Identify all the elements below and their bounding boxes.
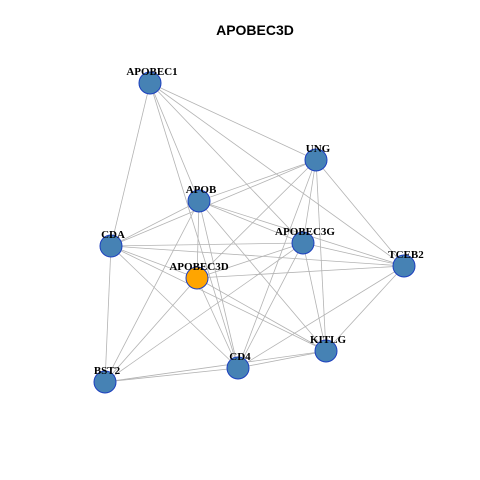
edge-apobec3g-kitlg — [302, 242, 327, 352]
edge-cd4-bst2 — [104, 367, 239, 383]
node-cda[interactable]: CDA — [99, 229, 125, 258]
edge-cda-bst2 — [104, 245, 112, 383]
edge-apobec3d-bst2 — [104, 277, 198, 383]
edge-apobec1-apobec3g — [149, 82, 304, 244]
edge-ung-kitlg — [315, 159, 327, 352]
edge-apob-kitlg — [198, 200, 327, 352]
node-circle-apob[interactable] — [187, 189, 211, 213]
edge-cda-apobec3d — [110, 245, 198, 279]
edge-apobec1-tceb2 — [149, 82, 405, 267]
edge-apobec3g-cda — [110, 242, 304, 247]
node-bst2[interactable]: BST2 — [93, 365, 121, 394]
edge-apobec1-apob — [149, 82, 200, 202]
node-label-bst2: BST2 — [94, 365, 121, 377]
edge-apobec1-cd4 — [149, 82, 239, 369]
node-cd4[interactable]: CD4 — [226, 351, 251, 380]
graph-title: APOBEC3D — [216, 22, 294, 38]
node-apobec3d[interactable]: APOBEC3D — [169, 261, 229, 290]
edge-apob-apobec3g — [198, 200, 304, 244]
node-apob[interactable]: APOB — [186, 184, 217, 213]
node-apobec1[interactable]: APOBEC1 — [126, 66, 178, 95]
node-circle-apobec1[interactable] — [138, 71, 162, 95]
edge-cda-cd4 — [110, 245, 239, 369]
edge-cda-kitlg — [110, 245, 327, 352]
node-label-kitlg: KITLG — [310, 334, 347, 346]
edge-apob-cda — [110, 200, 200, 247]
node-circle-apobec3g[interactable] — [291, 231, 315, 255]
edge-apob-apobec3d — [196, 200, 200, 279]
edge-layer — [104, 82, 405, 383]
node-circle-kitlg[interactable] — [314, 339, 338, 363]
edge-apobec3g-bst2 — [104, 242, 304, 383]
edge-apobec3d-tceb2 — [196, 265, 405, 279]
node-circle-apobec3d[interactable] — [185, 266, 209, 290]
edge-kitlg-cd4 — [237, 350, 327, 369]
node-label-apob: APOB — [186, 184, 217, 196]
node-label-apobec1: APOBEC1 — [126, 66, 177, 78]
edge-apobec1-ung — [149, 82, 317, 161]
node-label-ung: UNG — [306, 143, 331, 155]
node-circle-tceb2[interactable] — [392, 254, 416, 278]
edge-tceb2-kitlg — [325, 265, 405, 352]
node-label-apobec3g: APOBEC3G — [275, 226, 335, 238]
edge-kitlg-bst2 — [104, 350, 327, 383]
node-label-cd4: CD4 — [229, 351, 251, 363]
edge-apobec3g-tceb2 — [302, 242, 405, 267]
edge-ung-cda — [110, 159, 317, 247]
node-kitlg[interactable]: KITLG — [310, 334, 347, 363]
node-circle-ung[interactable] — [304, 148, 328, 172]
edge-apobec3g-cd4 — [237, 242, 304, 369]
edge-ung-apobec3g — [302, 159, 317, 244]
edge-ung-tceb2 — [315, 159, 405, 267]
edge-cda-tceb2 — [110, 245, 405, 267]
node-label-apobec3d: APOBEC3D — [169, 261, 228, 273]
node-circle-cd4[interactable] — [226, 356, 250, 380]
edge-ung-apob — [198, 159, 317, 202]
node-tceb2[interactable]: TCEB2 — [388, 249, 424, 278]
edge-ung-cd4 — [237, 159, 317, 369]
node-circle-cda[interactable] — [99, 234, 123, 258]
node-circle-bst2[interactable] — [93, 370, 117, 394]
edge-apobec3d-cd4 — [196, 277, 239, 369]
edge-apobec3g-apobec3d — [196, 242, 304, 279]
edge-apobec1-cda — [110, 82, 151, 247]
edge-apobec3d-kitlg — [196, 277, 327, 352]
node-label-cda: CDA — [101, 229, 125, 241]
node-ung[interactable]: UNG — [304, 143, 331, 172]
node-label-tceb2: TCEB2 — [388, 249, 424, 261]
edge-apob-cd4 — [198, 200, 239, 369]
node-apobec3g[interactable]: APOBEC3G — [275, 226, 335, 255]
edge-apob-bst2 — [104, 200, 200, 383]
edge-tceb2-cd4 — [237, 265, 405, 369]
